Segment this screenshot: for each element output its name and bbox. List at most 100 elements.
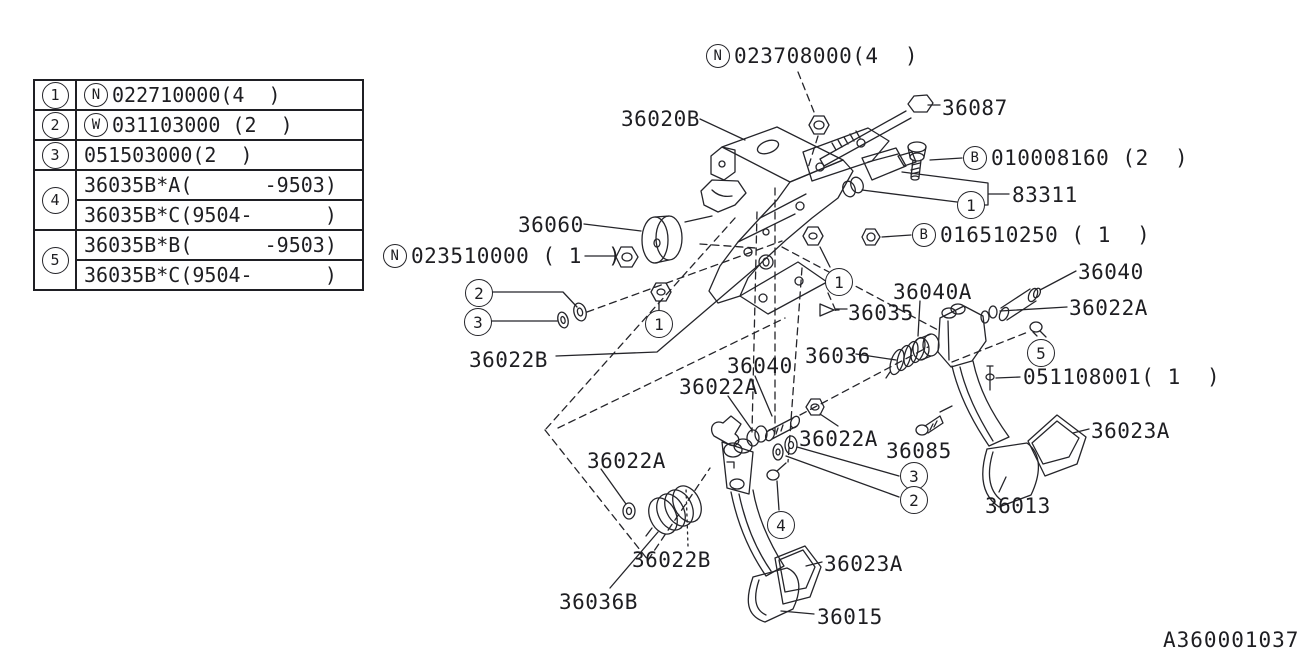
label-36023a-right: 36023A [1091, 419, 1170, 443]
label-36013: 36013 [985, 494, 1051, 518]
switch-fitting [861, 147, 917, 181]
nut-36022a-mid [805, 398, 825, 416]
brake-pedal-arm [951, 360, 1010, 447]
part-number: 023708000(4 ) [734, 44, 919, 68]
brake-pad-cover-36023a [1027, 414, 1087, 477]
part-number: 051503000(2 ) [84, 143, 253, 167]
ref-circle-1: 1 [957, 191, 985, 219]
shaft-bolt-36022b [758, 254, 774, 270]
callout-010008160: B 010008160 (2 ) [963, 146, 1188, 170]
pin-36035 [819, 303, 840, 317]
legend-row: 3 051503000(2 ) [35, 139, 362, 169]
ref-circle-1: 1 [825, 268, 853, 296]
label-36087: 36087 [942, 96, 1008, 120]
part-number: 023510000 ( 1 ) [411, 244, 622, 268]
prefix-w-icon: W [84, 113, 108, 137]
prefix-n-icon: N [84, 83, 108, 107]
prefix-n-icon: N [706, 44, 730, 68]
label-36023a-lower: 36023A [824, 552, 903, 576]
label-83311: 83311 [1012, 183, 1078, 207]
nut-023510000 [615, 246, 639, 268]
legend-row: 2 W 031103000 (2 ) [35, 109, 362, 139]
rod-36040-mid [764, 415, 801, 442]
prefix-b-icon: B [912, 223, 936, 247]
rod-36040-upper [998, 287, 1042, 322]
bolt-ref4 [766, 462, 787, 481]
ref-circle: 5 [41, 246, 69, 274]
spring-36036b [645, 485, 702, 537]
part-number: 36035B*A( -9503) [84, 173, 337, 197]
label-36022b-lower: 36022B [632, 548, 711, 572]
diagram-code: A360001037 [1163, 628, 1300, 652]
nut-016510250 [861, 228, 881, 246]
part-number: 031103000 (2 ) [112, 113, 293, 137]
label-36040-mid: 36040 [727, 354, 793, 378]
ref-circle: 4 [41, 186, 69, 214]
washer-ref3-upper [557, 311, 569, 329]
brake-pedal-pad [982, 442, 1040, 508]
label-36085: 36085 [886, 439, 952, 463]
part-number: 016510250 ( 1 ) [940, 223, 1151, 247]
bolt-36085 [915, 415, 944, 436]
pin-ref5 [1029, 321, 1047, 338]
ref-circle-3: 3 [900, 462, 928, 490]
label-051108001: 051108001( 1 ) [1023, 365, 1221, 389]
prefix-n-icon: N [383, 244, 407, 268]
clutch-pad-cover-36023a [774, 545, 822, 605]
label-36036: 36036 [805, 344, 871, 368]
clutch-pedal-bracket [710, 415, 754, 495]
label-36035: 36035 [848, 301, 914, 325]
nut-023708000 [808, 115, 830, 135]
construction-lines [544, 71, 1029, 561]
part-number: 36035B*C(9504- ) [84, 263, 337, 287]
label-36040-upper: 36040 [1078, 260, 1144, 284]
legend-row: 1 N 022710000(4 ) [35, 81, 362, 109]
label-36022a-upper: 36022A [1069, 296, 1148, 320]
ref-circle-2: 2 [900, 486, 928, 514]
brake-pedal-bracket [937, 303, 987, 368]
label-36022a-mid: 36022A [799, 427, 878, 451]
ref-circle: 2 [41, 111, 69, 139]
stopper-36060 [641, 215, 713, 264]
part-number: 010008160 (2 ) [991, 146, 1189, 170]
pin-051108001 [985, 365, 995, 391]
label-36036b: 36036B [559, 590, 638, 614]
label-36040a: 36040A [893, 280, 972, 304]
prefix-b-icon: B [963, 146, 987, 170]
label-36060: 36060 [518, 213, 584, 237]
label-36015: 36015 [817, 605, 883, 629]
callout-023510000: N 023510000 ( 1 ) [383, 244, 621, 268]
bushing-36022a-mid [746, 425, 768, 447]
leader-lines [489, 104, 1090, 615]
label-36022a-mid-upper: 36022A [679, 375, 758, 399]
ref-circle: 1 [41, 81, 69, 109]
nut-ref1-center [802, 226, 824, 246]
ref-circle-1: 1 [645, 310, 673, 338]
part-number: 36035B*B( -9503) [84, 233, 337, 257]
callout-016510250: B 016510250 ( 1 ) [912, 223, 1150, 247]
clutch-pedal-pad [747, 567, 800, 623]
bolt-010008160 [907, 141, 927, 181]
legend-table: 1 N 022710000(4 ) 2 W 031103000 (2 ) 3 0… [33, 79, 364, 291]
ref-circle-3: 3 [464, 308, 492, 336]
washer-36022a-left [622, 502, 636, 520]
label-36022b-upper: 36022B [469, 348, 548, 372]
legend-row: 5 36035B*B( -9503) 36035B*C(9504- ) [35, 229, 362, 289]
ref-circle-4: 4 [767, 511, 795, 539]
pivot-bushing-pair [842, 176, 864, 198]
part-number: 022710000(4 ) [112, 83, 281, 107]
washers-ref2-ref3-lower [772, 435, 798, 461]
part-number: 36035B*C(9504- ) [84, 203, 337, 227]
ref-circle-2: 2 [465, 279, 493, 307]
spring-36036 [885, 336, 926, 379]
label-36020b: 36020B [621, 107, 700, 131]
label-36022a-left: 36022A [587, 449, 666, 473]
legend-row: 4 36035B*A( -9503) 36035B*C(9504- ) [35, 169, 362, 229]
washer-ref2-upper [573, 302, 587, 322]
callout-023708000: N 023708000(4 ) [706, 44, 918, 68]
bolt-36087 [819, 94, 934, 167]
ref-circle-5: 5 [1027, 339, 1055, 367]
ref-circle: 3 [41, 141, 69, 169]
